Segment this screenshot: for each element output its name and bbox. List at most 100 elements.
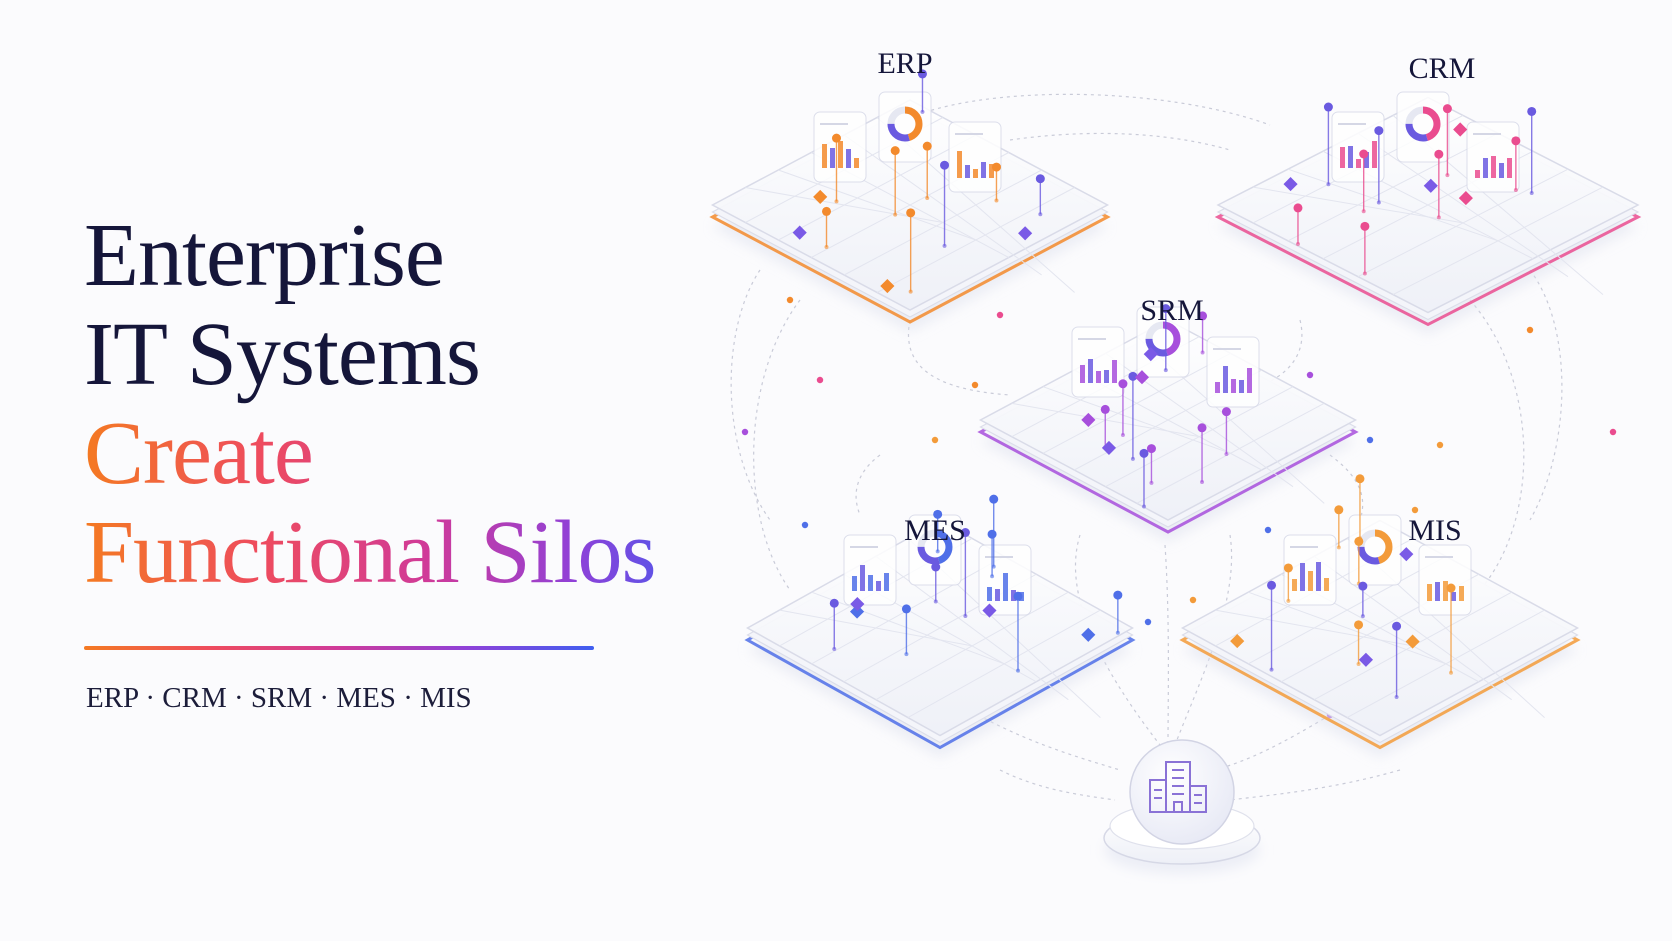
platform-crm [1214, 91, 1642, 335]
pin-marker [1392, 621, 1402, 700]
cube-marker [1230, 634, 1245, 649]
pin-marker [1293, 203, 1303, 246]
pin-marker [890, 146, 900, 217]
connector-dot [1189, 596, 1197, 604]
dashboard-card [1396, 91, 1450, 163]
dashboard-card [1283, 534, 1337, 606]
main-heading: Enterprise IT Systems Create Functional … [84, 206, 657, 602]
cube-marker [1283, 177, 1298, 192]
pin-marker [1323, 102, 1333, 187]
connector-dot [1144, 618, 1152, 626]
pin-marker [1013, 591, 1023, 673]
connector-dot [971, 381, 979, 389]
cube-marker [849, 604, 865, 619]
pin-marker [1161, 304, 1171, 373]
platform-erp [709, 69, 1111, 332]
gradient-divider [84, 646, 594, 650]
pin-marker [1035, 174, 1045, 217]
cube-marker [1405, 634, 1420, 649]
platform-label-srm: SRM [1140, 294, 1203, 327]
dashboard-card [1206, 336, 1260, 408]
cube-marker [1143, 347, 1158, 362]
dashboard-card [1348, 514, 1402, 586]
pin-marker [906, 208, 916, 294]
cube-marker [1423, 178, 1438, 193]
connector-dot [1436, 441, 1444, 449]
platform-label-crm: CRM [1409, 52, 1476, 85]
systems-subtitle: ERP · CRM · SRM · MES · MIS [86, 682, 472, 714]
pin-marker [940, 160, 950, 248]
platform-label-mes: MES [904, 514, 966, 547]
pin-marker [1358, 581, 1368, 619]
pin-marker [1146, 444, 1156, 485]
pin-marker [829, 598, 839, 652]
cube-marker [1101, 440, 1117, 456]
cube-marker [1453, 122, 1468, 137]
pin-marker [1374, 126, 1384, 205]
pin-marker [931, 562, 941, 604]
heading-line-1: Enterprise [84, 206, 445, 305]
building-icon [1149, 761, 1207, 813]
pin-marker [1442, 104, 1452, 178]
pin-marker [1434, 149, 1444, 220]
dashboard-card [1136, 306, 1190, 378]
pin-marker [1334, 505, 1344, 550]
dashboard-card [1071, 326, 1125, 398]
dashboard-card [843, 534, 897, 606]
dashboard-card [978, 544, 1032, 616]
heading-line-2: IT Systems [84, 305, 481, 404]
platform-label-mis: MIS [1408, 514, 1461, 547]
pin-marker [1198, 311, 1208, 355]
cube-marker [1134, 370, 1150, 385]
dashboard-card [878, 91, 932, 163]
cube-marker [1358, 652, 1374, 667]
pin-marker [1354, 620, 1364, 667]
pin-marker [1113, 590, 1123, 635]
connector-dot [1609, 428, 1617, 436]
pin-marker [1283, 563, 1293, 603]
dashboard-card [948, 121, 1002, 193]
connector-dot [816, 376, 824, 384]
heading-line-3: Create [84, 404, 656, 503]
pin-marker [1197, 423, 1207, 485]
connector-dot [996, 311, 1004, 319]
connector-dot [786, 296, 794, 304]
pin-marker [1267, 580, 1277, 672]
connector-dot [1411, 506, 1419, 514]
pin-marker [831, 133, 841, 204]
dashboard-card [908, 514, 962, 586]
pin-marker [1139, 448, 1149, 509]
connector-dot [741, 428, 749, 436]
platform-label-erp: ERP [877, 47, 932, 80]
platform-mis [1179, 474, 1581, 758]
heading-line-4: Functional Silos [84, 503, 657, 602]
cube-marker [792, 225, 807, 240]
pin-marker [917, 69, 927, 114]
pin-marker [987, 529, 997, 579]
pin-marker [1511, 136, 1521, 192]
pin-marker [1446, 583, 1456, 675]
platform-srm [977, 304, 1359, 542]
dashboard-card [1331, 111, 1385, 183]
pin-marker [1359, 149, 1369, 214]
cube-marker [1081, 412, 1096, 427]
dashboard-card [1418, 544, 1472, 616]
cube-marker [813, 189, 828, 204]
pin-marker [922, 141, 932, 201]
cube-marker [1018, 226, 1033, 241]
cube-marker [880, 278, 895, 294]
connector-dot [801, 521, 809, 529]
pin-marker [991, 162, 1001, 203]
pin-marker [1128, 371, 1138, 461]
pin-marker [1360, 221, 1370, 276]
platform-mes [744, 494, 1136, 758]
dashboard-card [1466, 121, 1520, 193]
pin-marker [1355, 474, 1365, 541]
connector-dot [1366, 436, 1374, 444]
pin-marker [822, 206, 832, 249]
cube-marker [1399, 547, 1414, 562]
connector-dot [1526, 326, 1534, 334]
pin-marker [933, 509, 943, 554]
connector-dot [931, 436, 939, 444]
